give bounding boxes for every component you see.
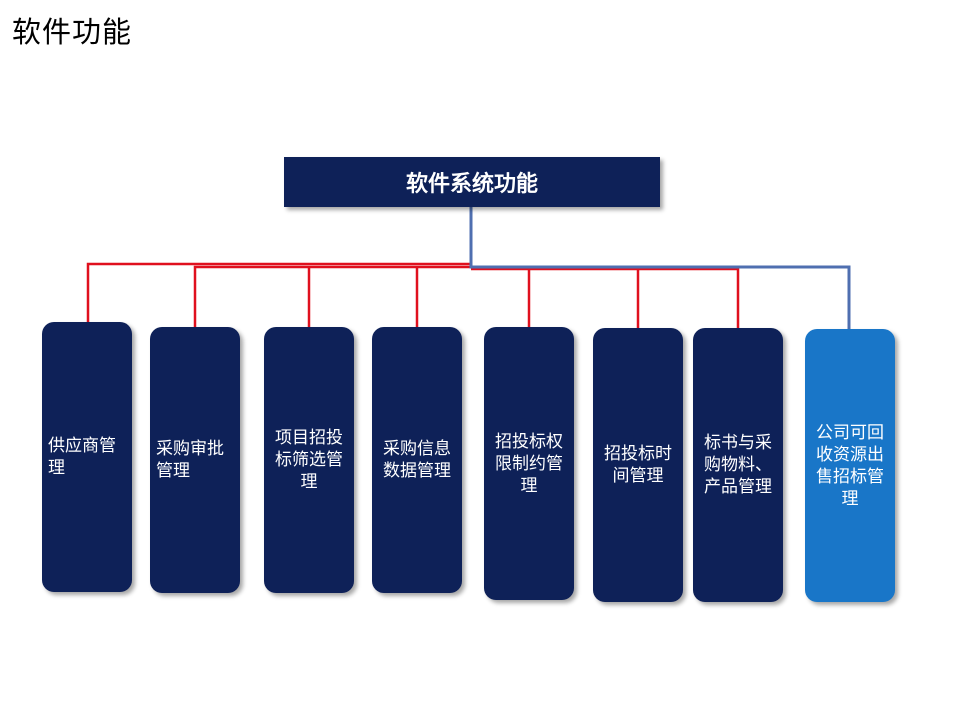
node-label: 招投标时间管理 [604, 444, 672, 486]
node-procurement-approval: 采购审批管理 [150, 327, 240, 593]
connector-line [86, 207, 473, 322]
root-node: 软件系统功能 [284, 157, 660, 207]
connector-line [193, 265, 471, 327]
node-supplier-management: 供应商管理 [42, 322, 132, 592]
node-recyclable-resources: 公司可回收资源出售招标管理 [805, 329, 895, 602]
node-label: 招投标权限制约管理 [495, 431, 563, 496]
node-label: 供应商管理 [48, 436, 116, 478]
node-label: 采购信息数据管理 [383, 439, 451, 481]
node-tender-materials: 标书与采购物料、产品管理 [693, 328, 783, 602]
node-label: 项目招投标筛选管理 [275, 428, 343, 492]
node-bidding-permission: 招投标权限制约管理 [484, 327, 574, 600]
node-label: 标书与采购物料、产品管理 [704, 433, 772, 497]
connector-line [469, 207, 851, 329]
node-bidding-time: 招投标时间管理 [593, 328, 683, 602]
connector-line [471, 267, 740, 328]
slide-title: 软件功能 [12, 15, 133, 49]
node-procurement-data: 采购信息数据管理 [372, 327, 462, 593]
node-label: 采购审批管理 [156, 439, 224, 481]
node-label: 公司可回收资源出售招标管理 [816, 422, 884, 509]
node-bidding-screening: 项目招投标筛选管理 [264, 327, 354, 593]
root-node-label: 软件系统功能 [405, 172, 538, 197]
